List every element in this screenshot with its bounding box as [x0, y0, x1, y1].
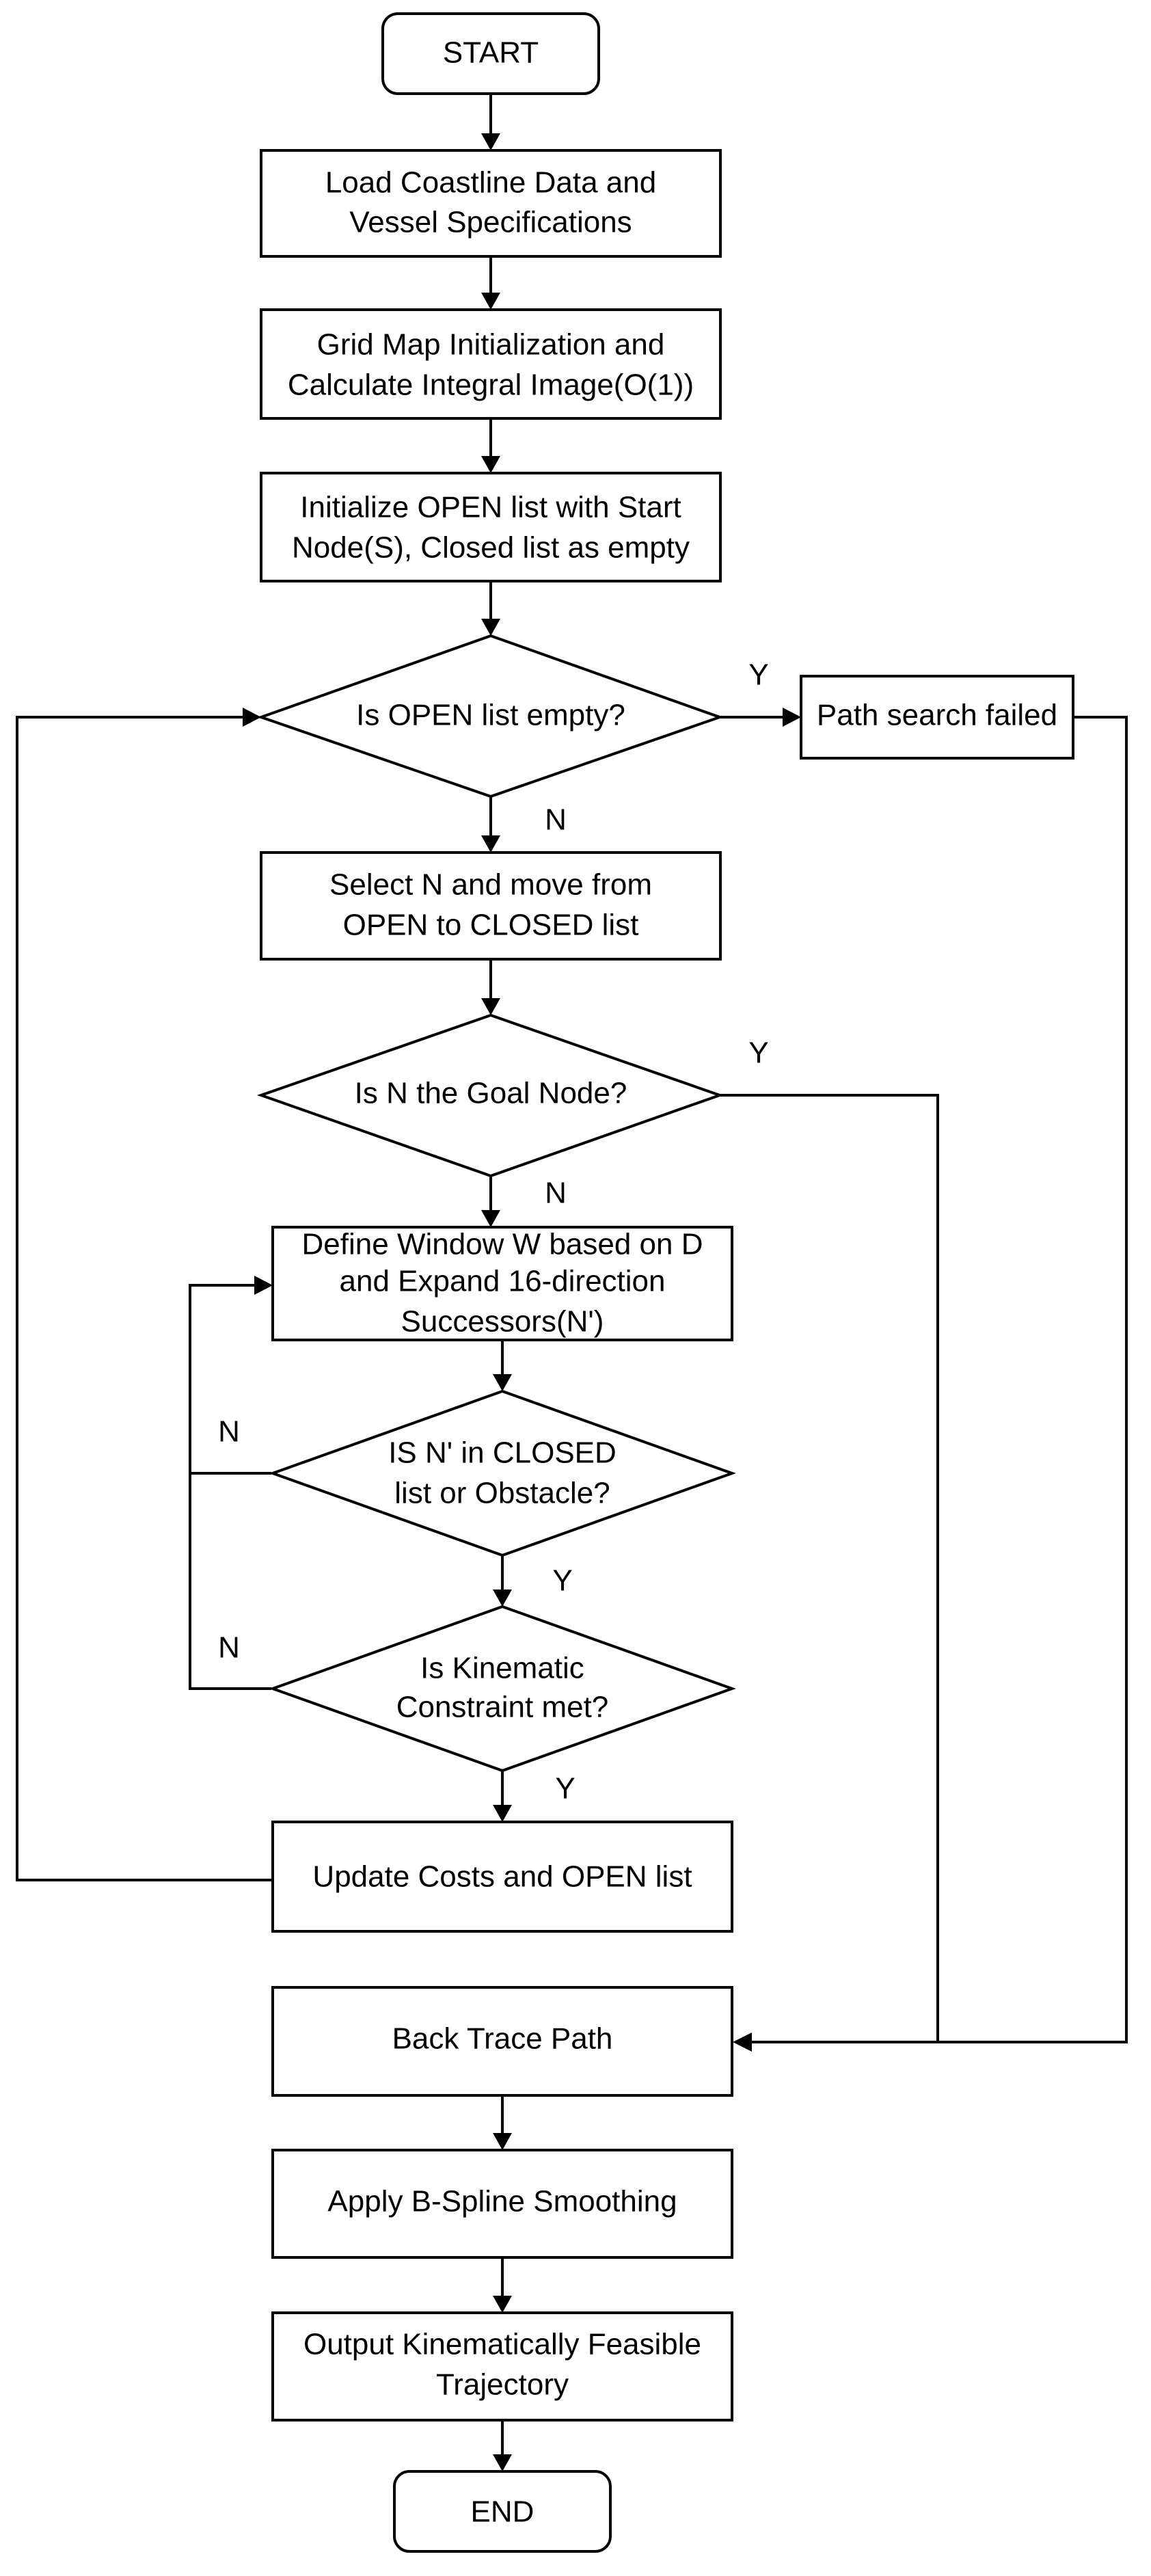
- arrowhead: [733, 2032, 752, 2052]
- node-path-failed: Path search failed: [800, 675, 1074, 760]
- select-line1: Select N and move from: [329, 868, 652, 902]
- output-line1: Output Kinematically Feasible: [303, 2328, 701, 2361]
- arrowhead: [481, 619, 500, 636]
- arrowhead: [481, 133, 500, 150]
- label-kinematic-yes: Y: [555, 1772, 575, 1806]
- select-line2: OPEN to CLOSED list: [343, 909, 639, 942]
- label-open-empty-no: N: [545, 803, 567, 837]
- node-output: Output Kinematically Feasible Trajectory: [271, 2311, 733, 2421]
- arrowhead: [481, 998, 500, 1015]
- arrowheads: [243, 133, 801, 2471]
- connectors: [16, 94, 1128, 2454]
- arrowhead: [481, 835, 500, 853]
- arrowhead: [481, 293, 500, 310]
- failed-label: Path search failed: [817, 699, 1057, 732]
- load-line1: Load Coastline Data and: [325, 166, 656, 200]
- arrowhead: [493, 2296, 512, 2313]
- arrowhead: [493, 1805, 512, 1822]
- closed-line2: list or Obstacle?: [394, 1477, 610, 1510]
- grid-line1: Grid Map Initialization and: [317, 328, 665, 362]
- arrowhead: [243, 708, 261, 727]
- label-closed-no: N: [218, 1415, 240, 1449]
- end-label: END: [471, 2495, 534, 2529]
- node-back-trace: Back Trace Path: [271, 1986, 733, 2097]
- label-closed-yes: Y: [552, 1564, 572, 1598]
- arrowhead: [481, 1210, 500, 1227]
- define-line2: and Expand 16-direction: [340, 1265, 666, 1298]
- grid-line2: Calculate Integral Image(O(1)): [288, 368, 694, 402]
- define-line1: Define Window W based on D: [302, 1228, 703, 1261]
- node-start: START: [381, 12, 600, 95]
- arrowhead: [493, 2133, 512, 2150]
- label-kinematic-no: N: [218, 1631, 240, 1665]
- edge-goal-backtrace: [720, 1094, 939, 2042]
- arrowhead: [493, 1589, 512, 1607]
- init-line1: Initialize OPEN list with Start: [300, 491, 681, 524]
- node-load-data: Load Coastline Data and Vessel Specifica…: [260, 149, 722, 258]
- node-define-window: Define Window W based on D and Expand 16…: [271, 1226, 733, 1341]
- label-open-empty-yes: Y: [748, 658, 768, 692]
- load-line2: Vessel Specifications: [349, 206, 632, 239]
- init-line2: Node(S), Closed list as empty: [292, 531, 690, 565]
- output-line2: Trajectory: [436, 2368, 569, 2402]
- arrowhead: [783, 708, 801, 727]
- start-label: START: [443, 36, 539, 70]
- label-goal-yes: Y: [748, 1036, 768, 1070]
- kinematic-line2: Constraint met?: [396, 1691, 609, 1724]
- edge-kinematic-define: [189, 1473, 271, 1690]
- closed-line1: IS N' in CLOSED: [388, 1436, 617, 1470]
- node-grid-init: Grid Map Initialization and Calculate In…: [260, 308, 722, 420]
- node-end: END: [393, 2470, 612, 2553]
- label-goal-no: N: [545, 1177, 567, 1210]
- node-update-costs: Update Costs and OPEN list: [271, 1821, 733, 1933]
- kinematic-line1: Is Kinematic: [420, 1652, 584, 1685]
- node-goal-decision: Is N the Goal Node?: [256, 1013, 725, 1178]
- bspline-label: Apply B-Spline Smoothing: [327, 2185, 677, 2218]
- node-closed-check-decision: IS N' in CLOSED list or Obstacle?: [269, 1389, 736, 1557]
- edge-closedcheck-define: [189, 1284, 271, 1475]
- node-init-open: Initialize OPEN list with Start Node(S),…: [260, 472, 722, 582]
- node-open-empty-decision: Is OPEN list empty?: [256, 634, 725, 799]
- node-kinematic-decision: Is Kinematic Constraint met?: [269, 1605, 736, 1773]
- arrowhead: [493, 2454, 512, 2471]
- node-bspline: Apply B-Spline Smoothing: [271, 2149, 733, 2259]
- edge-update-openempty: [16, 716, 271, 1881]
- node-select-n: Select N and move from OPEN to CLOSED li…: [260, 851, 722, 961]
- arrowhead: [493, 1374, 512, 1391]
- update-label: Update Costs and OPEN list: [312, 1860, 692, 1894]
- define-line3: Successors(N'): [401, 1305, 604, 1339]
- arrowhead: [481, 456, 500, 473]
- backtrace-label: Back Trace Path: [392, 2022, 613, 2056]
- open-empty-label: Is OPEN list empty?: [356, 699, 625, 732]
- arrowhead: [254, 1276, 273, 1295]
- edge-labels: Y N Y N N Y N Y: [218, 658, 769, 1806]
- goal-label: Is N the Goal Node?: [355, 1077, 627, 1110]
